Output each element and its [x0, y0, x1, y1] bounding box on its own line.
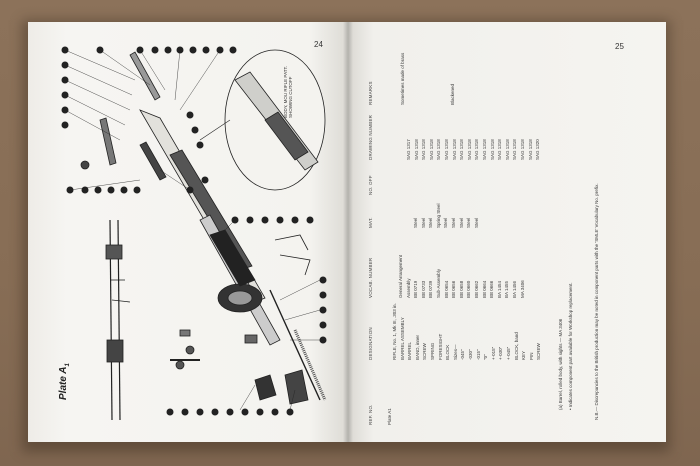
drawing-number-cell: SAG 1318: [428, 139, 434, 160]
designation-cell: ·045": [460, 349, 466, 360]
material-cell: Steel: [420, 217, 426, 228]
drawing-number-cell: SAG 1318: [436, 139, 442, 160]
material-cell: Steel: [443, 217, 449, 228]
vocab-cell: BA 1456: [512, 280, 517, 298]
vocab-cell: BA 1454: [496, 280, 502, 298]
drawing-number-cell: SAG 1318: [520, 139, 525, 160]
drawing-number-cell: SAG 1318: [482, 139, 487, 160]
drawing-number-cell: SAG 1318: [489, 139, 495, 160]
designation-cell: KEY: [521, 350, 527, 360]
drawing-number-cell: SAG 1318: [512, 139, 518, 160]
footnote-2: • Indicates component part available for…: [568, 282, 573, 410]
right-page-number: 25: [615, 42, 624, 51]
vocab-cell: BB 0666: [489, 280, 495, 298]
designation-cell: ·015": [475, 349, 481, 360]
remarks-cell: Sometimes made of brass: [400, 52, 405, 105]
vocab-cell: BB 0664: [481, 280, 487, 298]
vocab-cell: General Arrangement: [398, 254, 403, 298]
right-page: [348, 22, 666, 442]
book-gutter: [343, 22, 353, 442]
col-ref-no: REF. NO.: [368, 404, 373, 425]
designation-cell: BAND, inner: [414, 334, 420, 360]
vocab-cell: Assembly: [405, 278, 411, 298]
material-cell: Spring Steel: [435, 203, 441, 228]
vocab-cell: MA 3406: [519, 280, 525, 298]
drawing-number-cell: SAG 1318: [527, 139, 533, 160]
designation-cell: BLOCK: [445, 344, 451, 360]
material-cell: Steel: [466, 217, 472, 228]
col-no-off: NO. OFF: [368, 175, 373, 195]
exploded-rifle-diagram: [61, 46, 327, 421]
drawing-number-cell: SAG 1318: [497, 139, 503, 160]
designation-cell: BLOCK, band: [513, 332, 519, 360]
vocab-cell: BB 0654: [443, 280, 449, 298]
designation-cell: PIN: [528, 352, 534, 360]
designation-cell: SCREW: [536, 343, 542, 360]
drawing-number-cell: SAG 1318: [504, 139, 510, 160]
vocab-cell: BA 1455: [504, 280, 510, 298]
drawing-number-cell: SAG 1318: [466, 139, 472, 160]
drawing-number-cell: SAG 1318: [474, 139, 480, 160]
drawing-number-cell: SAG 1318: [421, 139, 427, 160]
note: N.B.— Discrepancies to the British produ…: [594, 183, 599, 420]
drawing-number-cell: SAG 1318: [459, 139, 465, 160]
vocab-cell: BB 0656: [451, 280, 457, 298]
material-cell: Steel: [428, 217, 434, 228]
designation-cell: ·030": [468, 349, 473, 360]
col-remarks: REMARKS: [368, 81, 373, 105]
vocab-cell: BB 0733: [420, 280, 426, 298]
material-cell: Steel: [451, 217, 456, 228]
col-mat: MAT.: [368, 217, 373, 228]
material-cell: Steel: [473, 217, 479, 228]
designation-cell: SPRING: [430, 342, 435, 360]
drawing-number-cell: SAG 1317: [406, 139, 411, 160]
vocab-cell: BB 0739: [428, 280, 434, 298]
drawing-number-cell: SAG 1318: [451, 139, 457, 160]
designation-cell: BARREL: [407, 341, 413, 360]
col-drawing-number: DRAWING NUMBER: [368, 114, 373, 160]
vocab-cell: BB 0719: [413, 280, 419, 298]
designation-cell: FORESIGHT: [437, 333, 443, 360]
vocab-cell: BB 0658: [458, 280, 464, 298]
designation-cell: Sizes—: [452, 344, 458, 360]
designation-cell: +·045": [506, 346, 511, 360]
vocab-cell: BB 0660: [466, 280, 472, 298]
designation-cell: BARREL ASSEMBLY: [399, 317, 405, 360]
material-cell: Steel: [413, 217, 418, 228]
designation-cell: +·015": [490, 346, 496, 360]
designation-cell: "0": [483, 354, 489, 360]
footnote-1: (a) Barrel, rolled body, with sights — M…: [558, 318, 563, 410]
col-designation: DESIGNATION: [368, 327, 373, 360]
designation-cell: SCREW: [422, 343, 428, 360]
col-vocab-number: VOCAB. NUMBER: [368, 257, 373, 298]
plate-ref: Plate A1: [387, 408, 392, 425]
material-cell: Steel: [458, 217, 464, 228]
vocab-cell: BB 0662: [474, 280, 479, 298]
designation-cell: RIFLE, No. 1, Mk III, .303 in.: [392, 303, 397, 360]
drawing-number-cell: SAG 1318: [413, 139, 419, 160]
designation-cell: +·030": [498, 346, 504, 360]
left-page-number: 24: [314, 40, 323, 49]
remarks-cell: Blackened: [450, 83, 455, 105]
drawing-number-cell: SAG 1318: [444, 139, 449, 160]
drawing-number-cell: SAG 1320: [535, 139, 541, 160]
inset-label: BODY, MOU RIFLE PATT. SHOWING CUTOFF: [283, 65, 293, 118]
vocab-cell: Sub-Assembly: [436, 268, 441, 298]
